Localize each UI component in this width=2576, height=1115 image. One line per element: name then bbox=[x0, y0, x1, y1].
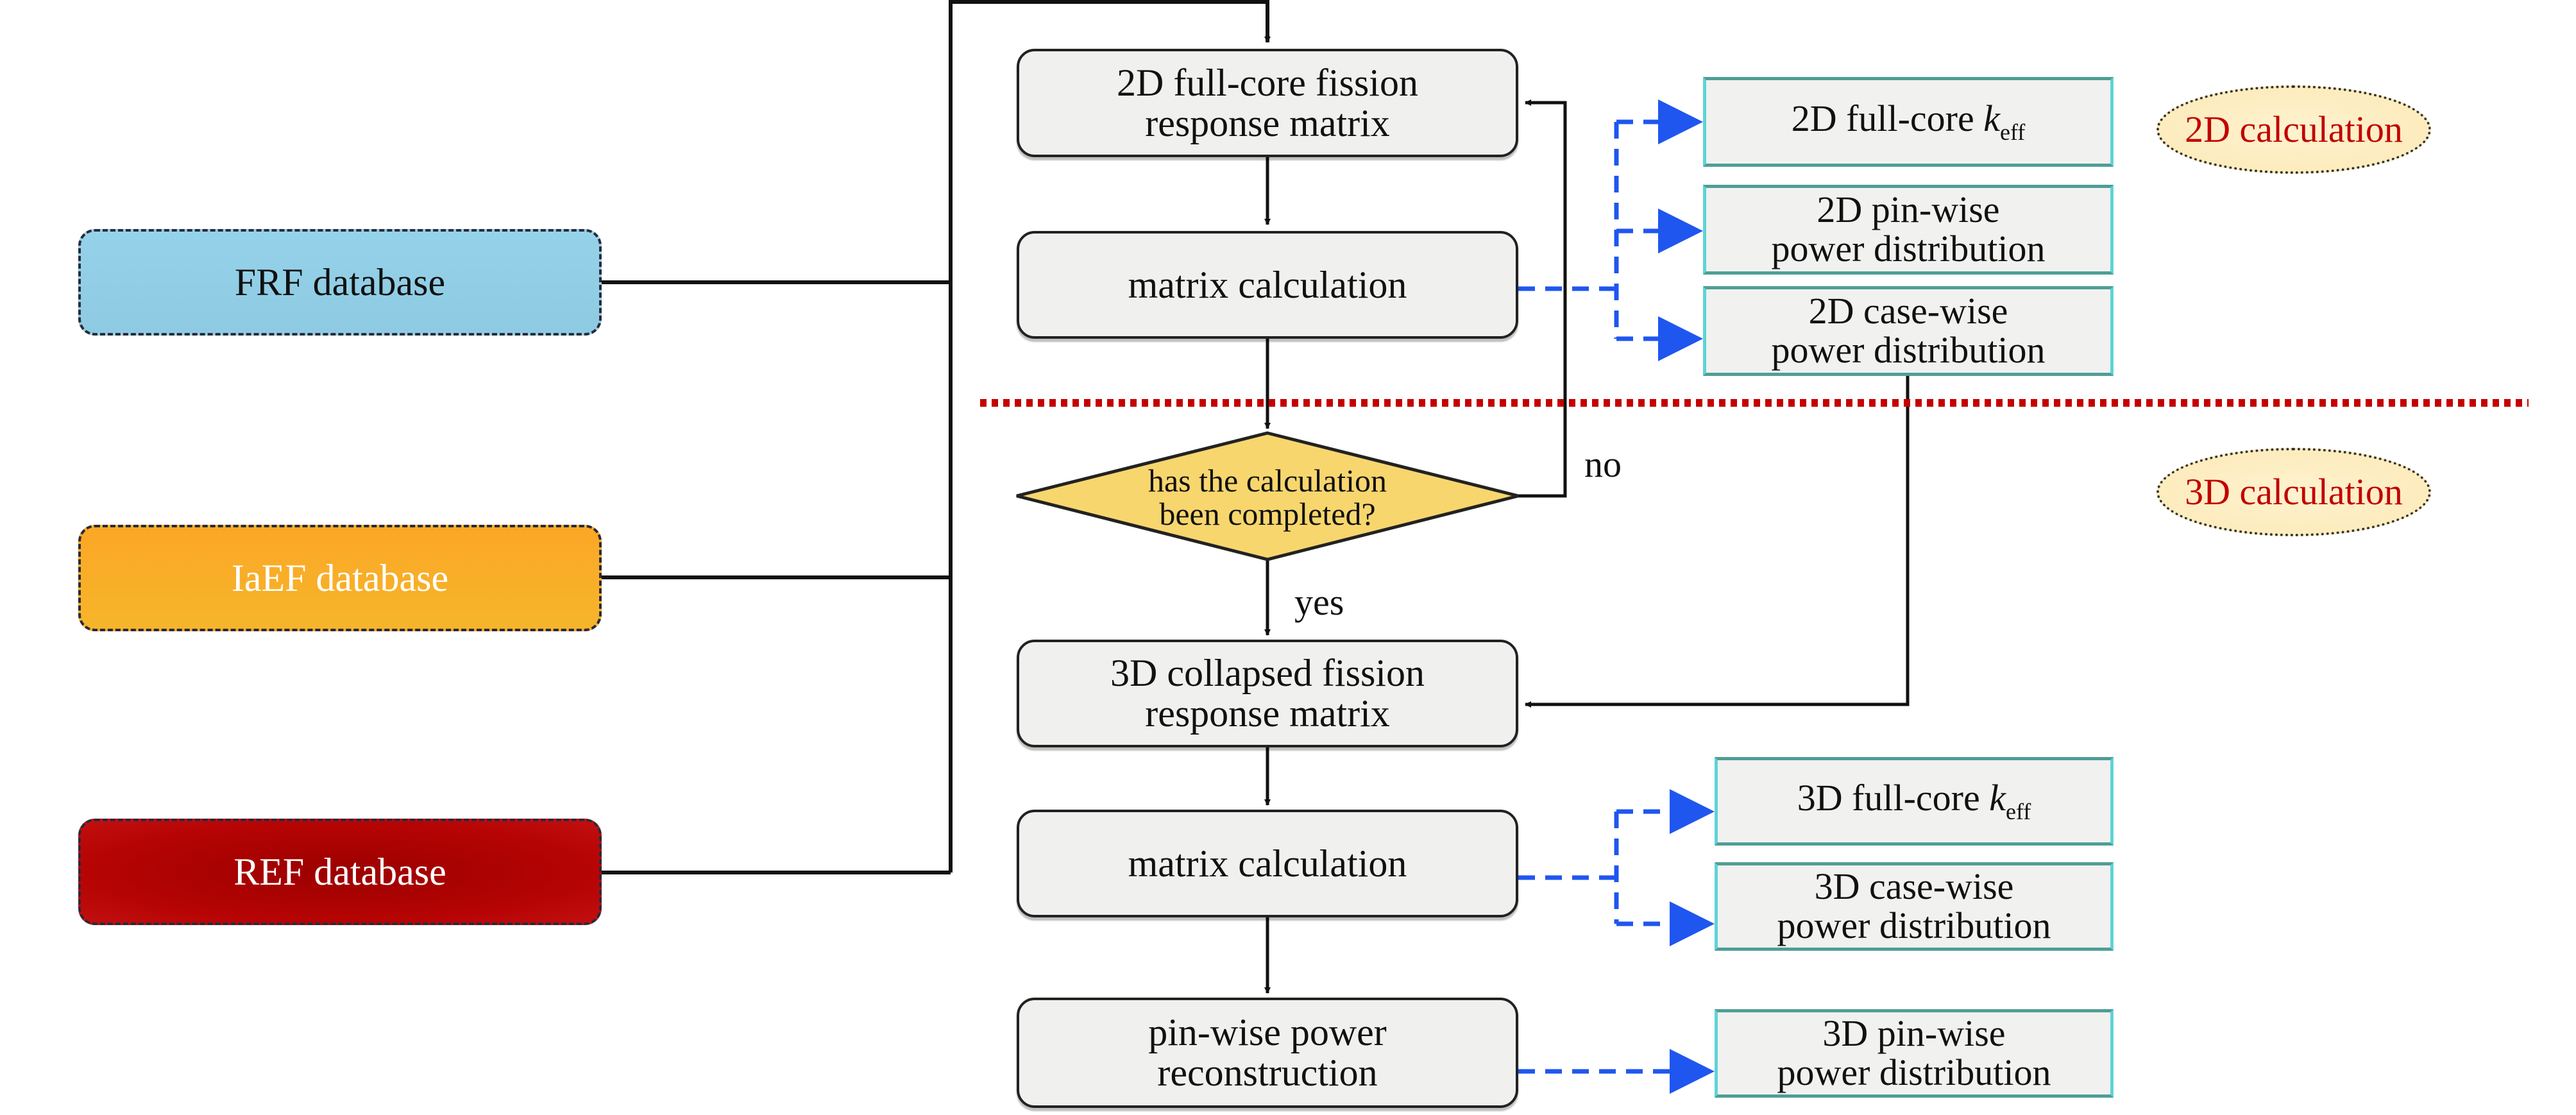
fission-3d-line2: response matrix bbox=[1145, 692, 1390, 735]
no-label: no bbox=[1584, 443, 1622, 485]
matrix-calculation-2d: matrix calculation bbox=[1017, 231, 1518, 339]
flow-arrows bbox=[1264, 99, 1910, 994]
fission-2d-line1: 2D full-core fission bbox=[1117, 61, 1418, 104]
iaef-database: IaEF database bbox=[78, 525, 602, 631]
matrix-3d-label: matrix calculation bbox=[1128, 842, 1407, 885]
arrow-2d-to-3d bbox=[1525, 375, 1910, 708]
frf-database-label: FRF database bbox=[234, 260, 446, 303]
pinwise-2d-line2: power distribution bbox=[1771, 228, 2046, 269]
keff-3d-prefix: 3D full-core bbox=[1797, 776, 1990, 819]
decision-diamond bbox=[1016, 431, 1519, 561]
pinwise-3d-line2: power distribution bbox=[1777, 1051, 2051, 1093]
output-3d-keff: 3D full-core keff bbox=[1715, 757, 2114, 846]
arrow-no-loop bbox=[1518, 99, 1567, 498]
keff-3d-subscript: eff bbox=[2005, 798, 2031, 824]
phase-3d-label: 3D calculation bbox=[2185, 470, 2403, 513]
decision-line1: has the calculation bbox=[1148, 462, 1387, 498]
iaef-database-label: IaEF database bbox=[231, 556, 449, 599]
output-2d-keff: 2D full-core keff bbox=[1703, 77, 2114, 167]
matrix-calculation-3d: matrix calculation bbox=[1017, 810, 1518, 917]
yes-label: yes bbox=[1294, 581, 1344, 623]
matrix-2d-label: matrix calculation bbox=[1128, 263, 1407, 306]
database-connector bbox=[602, 0, 1271, 874]
pinwise-2d-line1: 2D pin-wise bbox=[1817, 189, 2000, 231]
casewise-3d-line1: 3D case-wise bbox=[1814, 865, 2014, 908]
pinwise-3d-line1: 3D pin-wise bbox=[1822, 1012, 2006, 1055]
casewise-2d-line1: 2D case-wise bbox=[1808, 290, 2008, 332]
phase-badge-3d: 3D calculation bbox=[2157, 448, 2431, 536]
fission-2d-line2: response matrix bbox=[1145, 101, 1390, 144]
decision-line2: been completed? bbox=[1159, 496, 1376, 532]
frf-database: FRF database bbox=[78, 229, 602, 336]
keff-2d-symbol: k bbox=[1983, 97, 2000, 139]
ref-database-label: REF database bbox=[233, 850, 446, 893]
keff-2d-subscript: eff bbox=[1999, 119, 2026, 145]
casewise-2d-line2: power distribution bbox=[1771, 329, 2046, 371]
reconstruction-line2: reconstruction bbox=[1157, 1051, 1378, 1094]
phase-badge-2d: 2D calculation bbox=[2157, 85, 2431, 174]
reconstruction-line1: pin-wise power bbox=[1148, 1011, 1387, 1053]
ref-database: REF database bbox=[78, 819, 602, 925]
keff-3d-symbol: k bbox=[1989, 776, 2006, 819]
keff-2d-prefix: 2D full-core bbox=[1791, 97, 1984, 139]
fission-3d-line1: 3D collapsed fission bbox=[1110, 652, 1425, 694]
output-arrows bbox=[1518, 99, 1715, 1094]
casewise-3d-line2: power distribution bbox=[1777, 905, 2051, 946]
phase-2d-label: 2D calculation bbox=[2185, 108, 2403, 150]
